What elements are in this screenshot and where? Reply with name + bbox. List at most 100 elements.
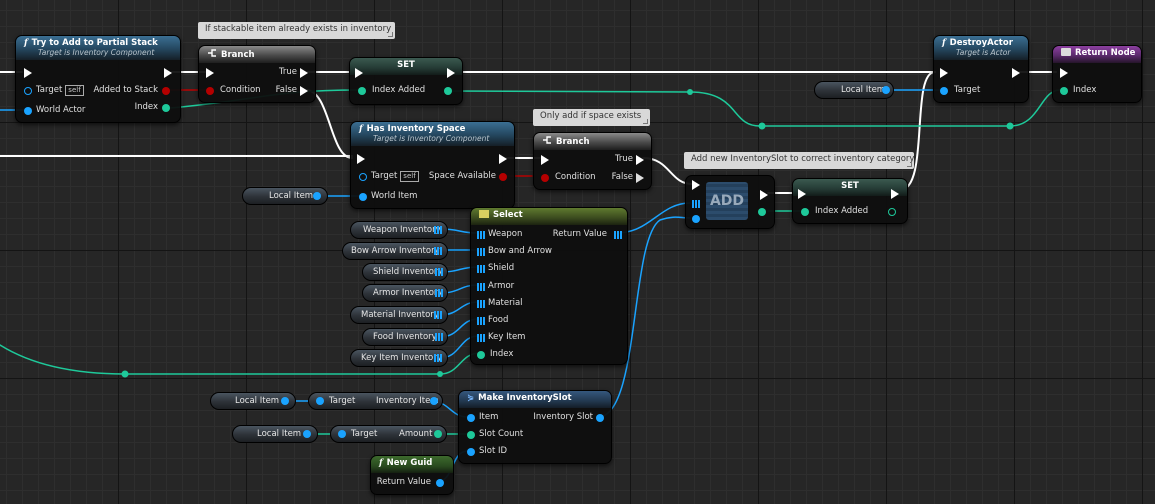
- world-actor-pin[interactable]: [24, 107, 32, 115]
- added-to-stack-pin[interactable]: [162, 87, 170, 95]
- index-out-pin[interactable]: [758, 208, 766, 216]
- false-pin[interactable]: [636, 173, 644, 183]
- get-inventory-item-node[interactable]: Target Inventory Item: [308, 392, 443, 410]
- set-index-added-node-2[interactable]: SET Index Added: [792, 178, 908, 224]
- target-pin[interactable]: [940, 87, 948, 95]
- index-added-in-pin[interactable]: [801, 208, 809, 216]
- comment-space[interactable]: Only add if space exists: [533, 109, 650, 126]
- exec-in-pin[interactable]: [357, 154, 365, 164]
- key-item-inventory-getter[interactable]: Key Item Inventory: [350, 349, 448, 367]
- condition-pin[interactable]: [206, 87, 214, 95]
- item-in-pin[interactable]: [692, 215, 700, 223]
- exec-out-pin[interactable]: [499, 154, 507, 164]
- item-in-pin[interactable]: [467, 414, 475, 422]
- index-added-out-pin[interactable]: [888, 208, 896, 216]
- array-out-pin[interactable]: [434, 247, 442, 255]
- array-out-pin[interactable]: [435, 333, 443, 341]
- inventory-slot-out-pin[interactable]: [596, 414, 604, 422]
- index-in-pin[interactable]: [1060, 87, 1068, 95]
- option-shield-pin[interactable]: [477, 265, 485, 273]
- target-pin[interactable]: [338, 430, 346, 438]
- food-inventory-getter[interactable]: Food Inventory: [362, 328, 448, 346]
- option-food-pin[interactable]: [477, 317, 485, 325]
- option-bow-pin[interactable]: [477, 248, 485, 256]
- option-weapon-pin[interactable]: [477, 231, 485, 239]
- select-node[interactable]: Select Return Value Weapon Bow and Arrow…: [470, 207, 628, 365]
- comment-add-slot[interactable]: Add new InventorySlot to correct invento…: [684, 152, 914, 169]
- array-in-pin[interactable]: [692, 200, 700, 208]
- local-item-out-pin[interactable]: [303, 430, 311, 438]
- slot-count-pin[interactable]: [467, 431, 475, 439]
- array-out-pin[interactable]: [435, 289, 443, 297]
- exec-in-pin[interactable]: [355, 68, 363, 78]
- space-available-pin[interactable]: [499, 173, 507, 181]
- exec-in-pin[interactable]: [1060, 68, 1068, 78]
- branch-node-1[interactable]: Branch True Condition False: [198, 45, 316, 103]
- local-item-out-pin[interactable]: [882, 86, 890, 94]
- local-item-getter[interactable]: Local Item: [232, 425, 318, 443]
- local-item-getter[interactable]: Local Item: [242, 187, 328, 205]
- world-item-pin[interactable]: [359, 193, 367, 201]
- exec-in-pin[interactable]: [798, 189, 806, 199]
- amount-out-pin[interactable]: [434, 430, 442, 438]
- array-out-pin[interactable]: [434, 226, 442, 234]
- bow-arrow-inventory-getter[interactable]: Bow Arrow Inventory: [342, 242, 448, 260]
- exec-in-pin[interactable]: [24, 68, 32, 78]
- exec-out-pin[interactable]: [891, 189, 899, 199]
- comment-stackable[interactable]: If stackable item already exists in inve…: [198, 22, 395, 39]
- array-add-node[interactable]: ADD: [685, 175, 775, 229]
- get-amount-node[interactable]: Target Amount: [330, 425, 447, 443]
- material-inventory-getter[interactable]: Material Inventory: [350, 306, 448, 324]
- index-added-in-pin[interactable]: [358, 87, 366, 95]
- make-inventory-slot-node[interactable]: ⋟Make InventorySlot Item Inventory Slot …: [458, 390, 612, 464]
- target-pin[interactable]: [359, 173, 367, 181]
- pin-label: Index: [490, 349, 514, 359]
- array-out-pin[interactable]: [434, 311, 442, 319]
- index-pin[interactable]: [477, 351, 485, 359]
- array-out-pin[interactable]: [434, 354, 442, 362]
- target-pin[interactable]: [316, 397, 324, 405]
- exec-out-pin[interactable]: [760, 190, 768, 200]
- option-armor-pin[interactable]: [477, 283, 485, 291]
- true-pin[interactable]: [300, 68, 308, 78]
- armor-inventory-getter[interactable]: Armor Inventory: [362, 284, 448, 302]
- false-pin[interactable]: [300, 86, 308, 96]
- shield-inventory-getter[interactable]: Shield Inventory: [362, 263, 448, 281]
- exec-in-pin[interactable]: [692, 180, 700, 190]
- true-pin[interactable]: [636, 155, 644, 165]
- weapon-inventory-getter[interactable]: Weapon Inventory: [350, 221, 448, 239]
- function-icon: f: [379, 458, 383, 468]
- return-value-pin[interactable]: [614, 231, 622, 239]
- array-out-pin[interactable]: [435, 268, 443, 276]
- exec-out-pin[interactable]: [447, 68, 455, 78]
- local-item-getter[interactable]: Local Item: [210, 392, 296, 410]
- option-key-item-pin[interactable]: [477, 334, 485, 342]
- slot-id-pin[interactable]: [467, 448, 475, 456]
- branch-node-2[interactable]: Branch True Condition False: [533, 132, 652, 190]
- exec-out-pin[interactable]: [1012, 68, 1020, 78]
- option-material-pin[interactable]: [477, 300, 485, 308]
- exec-out-pin[interactable]: [164, 68, 172, 78]
- pin-label: False: [275, 85, 297, 95]
- variable-label: Armor Inventory: [373, 288, 443, 298]
- index-out-pin[interactable]: [162, 104, 170, 112]
- exec-in-pin[interactable]: [541, 155, 549, 165]
- target-pin[interactable]: [24, 87, 32, 95]
- local-item-out-pin[interactable]: [281, 397, 289, 405]
- index-added-out-pin[interactable]: [444, 87, 452, 95]
- local-item-out-pin[interactable]: [313, 192, 321, 200]
- return-node[interactable]: Return Node Index: [1052, 45, 1142, 103]
- return-value-pin[interactable]: [436, 479, 444, 487]
- inventory-item-out-pin[interactable]: [430, 397, 438, 405]
- local-item-getter[interactable]: Local Item: [814, 81, 894, 99]
- exec-in-pin[interactable]: [206, 68, 214, 78]
- condition-pin[interactable]: [541, 174, 549, 182]
- pin-label: Slot ID: [479, 446, 508, 456]
- exec-in-pin[interactable]: [940, 68, 948, 78]
- set-index-added-node[interactable]: SET Index Added: [349, 57, 463, 105]
